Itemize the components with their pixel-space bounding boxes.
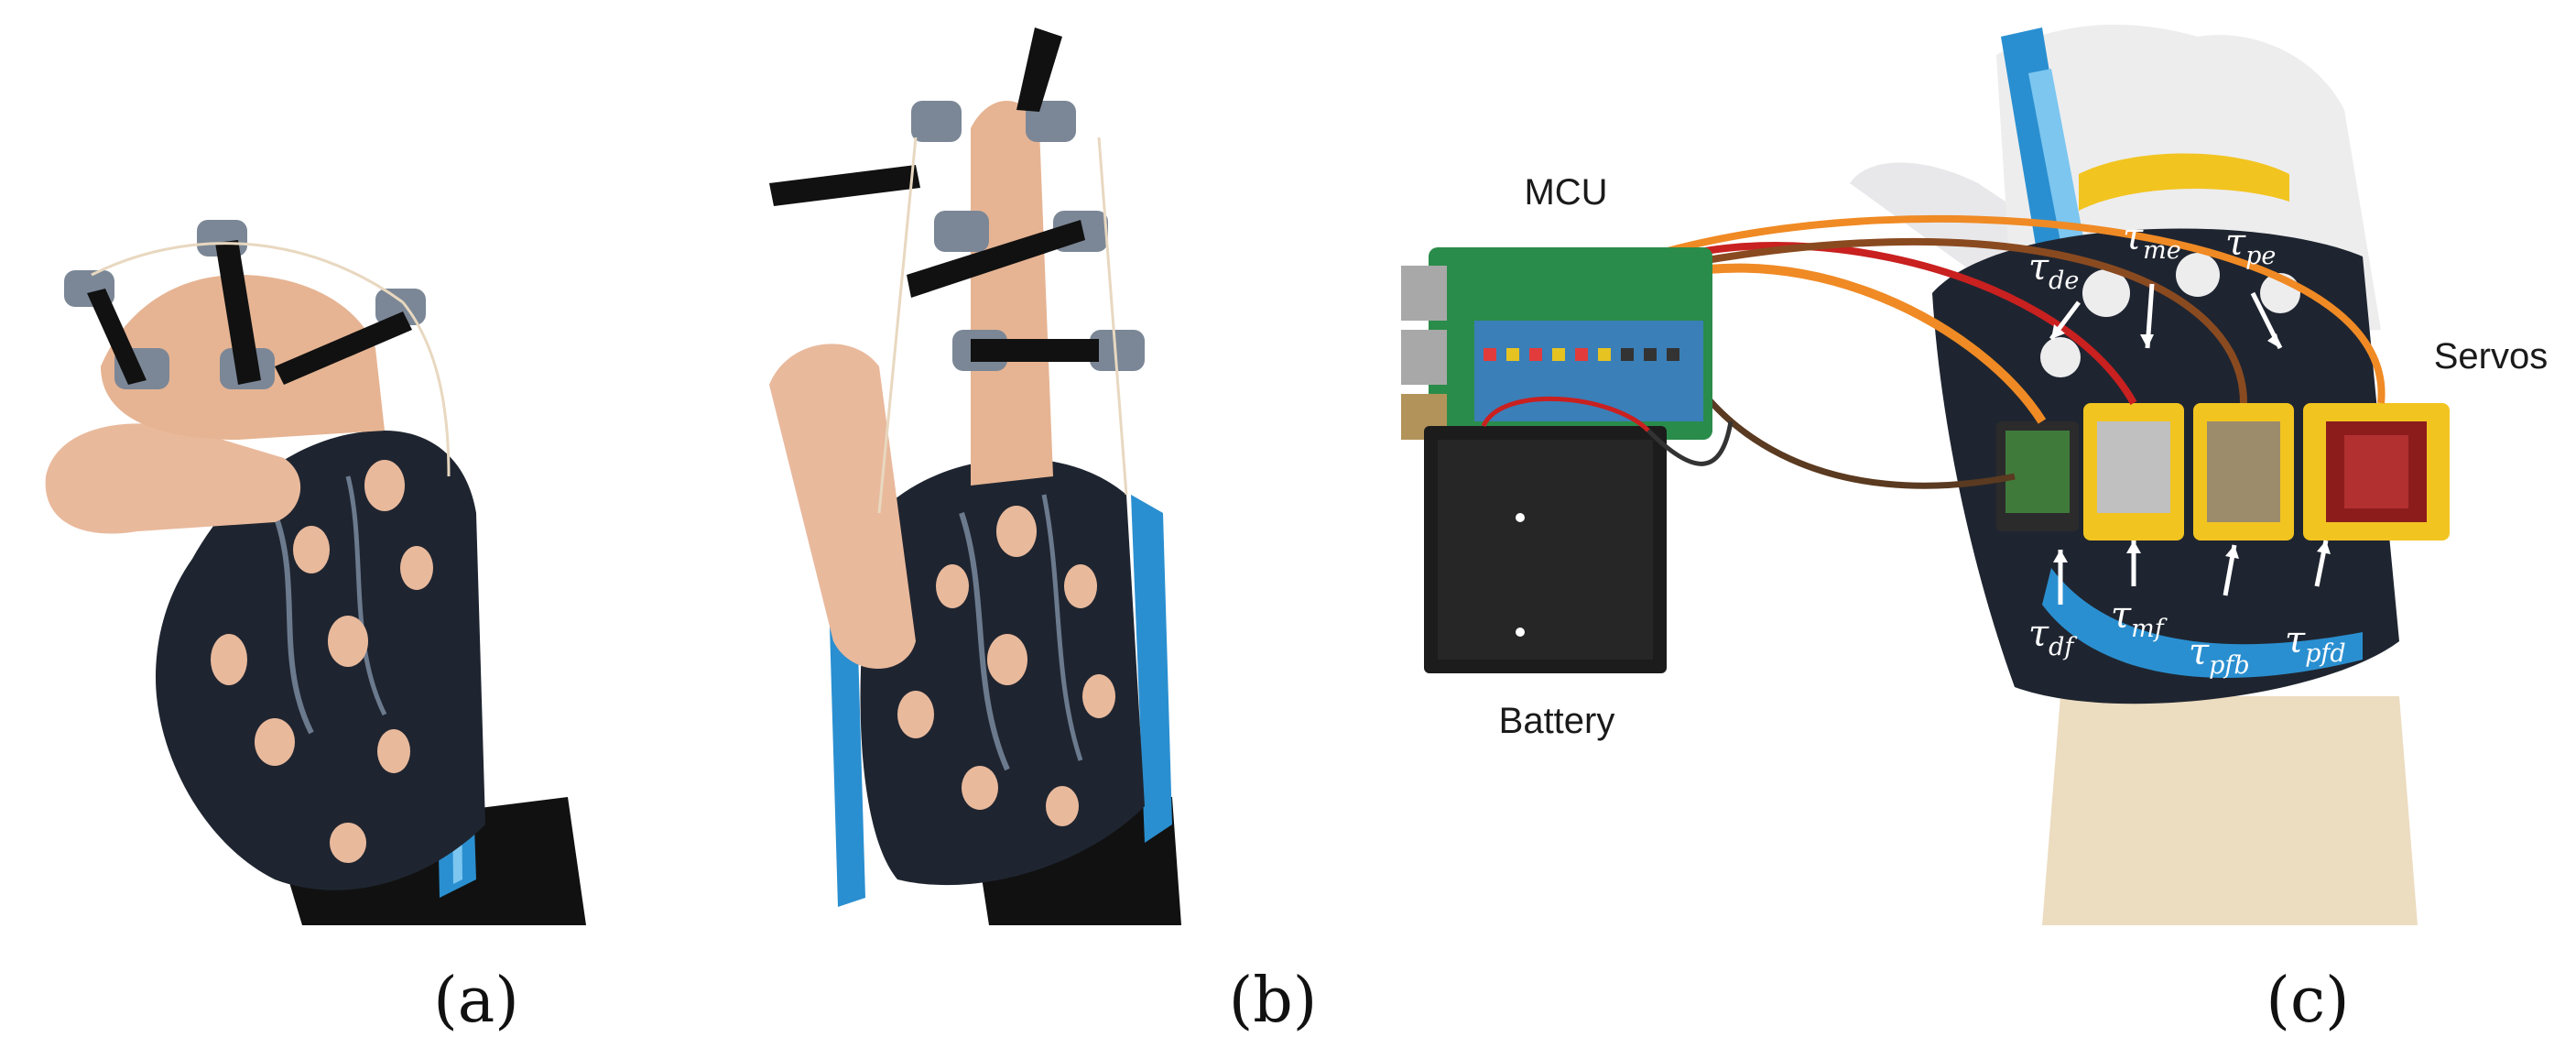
- panel-b-photo: [769, 27, 1181, 925]
- torque-label-pfd: τpfd: [2285, 619, 2346, 668]
- panel-a-photo: [45, 220, 586, 925]
- panel-c-caption: (c): [2266, 965, 2349, 1037]
- battery-label: Battery: [1499, 701, 1615, 741]
- panel-b-caption: (b): [1229, 965, 1318, 1037]
- torque-arrows-top: [2049, 283, 2283, 350]
- torque-label-mf: τmf: [2111, 595, 2168, 643]
- panel-a-caption: (a): [433, 965, 519, 1037]
- torque-label-pfb: τpfb: [2189, 631, 2250, 680]
- torque-label-de: τde: [2028, 246, 2079, 295]
- torque-label-df: τdf: [2028, 613, 2077, 661]
- torque-label-pe: τpe: [2225, 222, 2276, 270]
- servos-label: Servos: [2434, 336, 2549, 377]
- torque-arrows-bottom: [2053, 540, 2331, 605]
- panel-c-photo: [1401, 24, 2450, 925]
- torque-label-me: τme: [2123, 216, 2181, 265]
- mcu-label: MCU: [1524, 172, 1607, 213]
